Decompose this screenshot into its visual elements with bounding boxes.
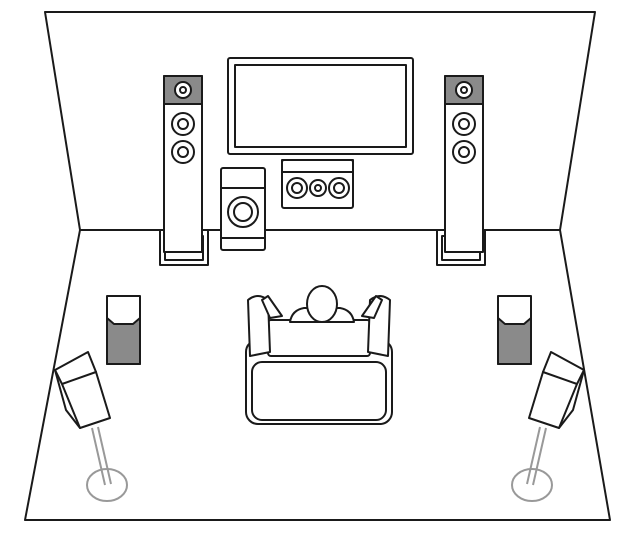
room <box>24 11 611 521</box>
tv-icon <box>227 57 414 155</box>
front-right-speaker-icon <box>436 75 486 266</box>
surround-left-speaker-icon <box>106 295 141 365</box>
subwoofer-icon <box>220 167 266 251</box>
front-left-speaker-icon <box>159 75 209 266</box>
center-speaker-icon <box>281 159 354 209</box>
surround-right-speaker-icon <box>497 295 532 365</box>
rear-right-speaker-icon <box>511 351 585 502</box>
rear-left-speaker-icon <box>54 351 128 502</box>
sofa-icon <box>245 295 393 425</box>
listener-icon <box>261 285 383 323</box>
